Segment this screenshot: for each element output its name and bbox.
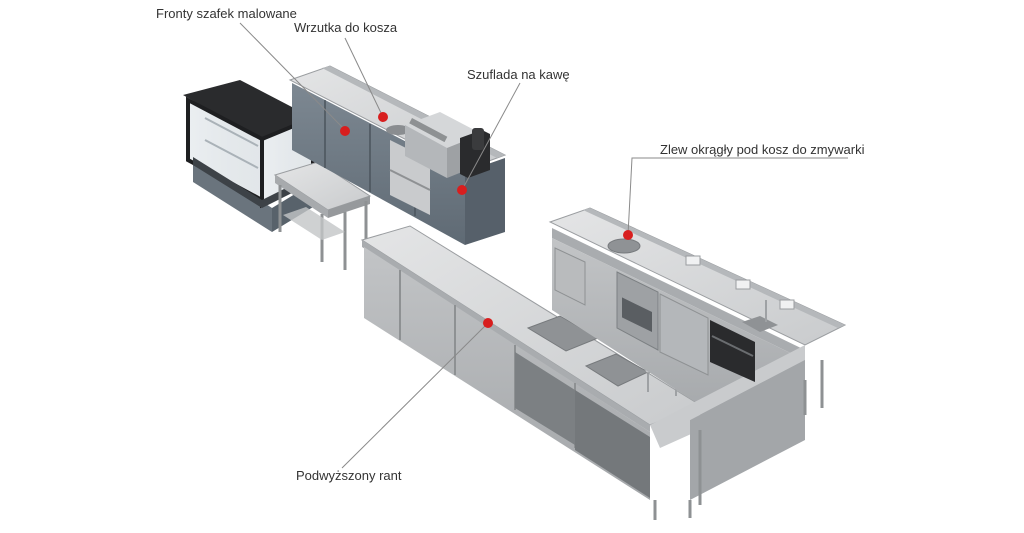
front-counter	[360, 225, 702, 520]
marker-zlew	[623, 230, 633, 240]
marker-wrzutka	[378, 112, 388, 122]
callout-label-zlew: Zlew okrągły pod kosz do zmywarki	[660, 142, 865, 157]
leader-wrzutka	[344, 37, 384, 118]
callout-label-fronty: Fronty szafek malowane	[156, 6, 297, 21]
leader-rant	[341, 322, 489, 469]
side-table	[273, 161, 372, 270]
leader-lines	[239, 22, 848, 469]
right-counter	[548, 207, 847, 518]
leader-zlew	[627, 157, 848, 236]
leader-szuflada	[461, 82, 521, 191]
marker-fronty	[340, 126, 350, 136]
leader-fronty	[239, 22, 346, 131]
marker-rant	[483, 318, 493, 328]
marker-szuflada	[457, 185, 467, 195]
callout-label-szuflada: Szuflada na kawę	[467, 67, 570, 82]
callout-label-wrzutka: Wrzutka do kosza	[294, 20, 398, 35]
display-case	[183, 80, 318, 232]
markers	[340, 112, 633, 328]
callout-label-rant: Podwyższony rant	[296, 468, 402, 483]
coffee-machine	[405, 112, 490, 178]
